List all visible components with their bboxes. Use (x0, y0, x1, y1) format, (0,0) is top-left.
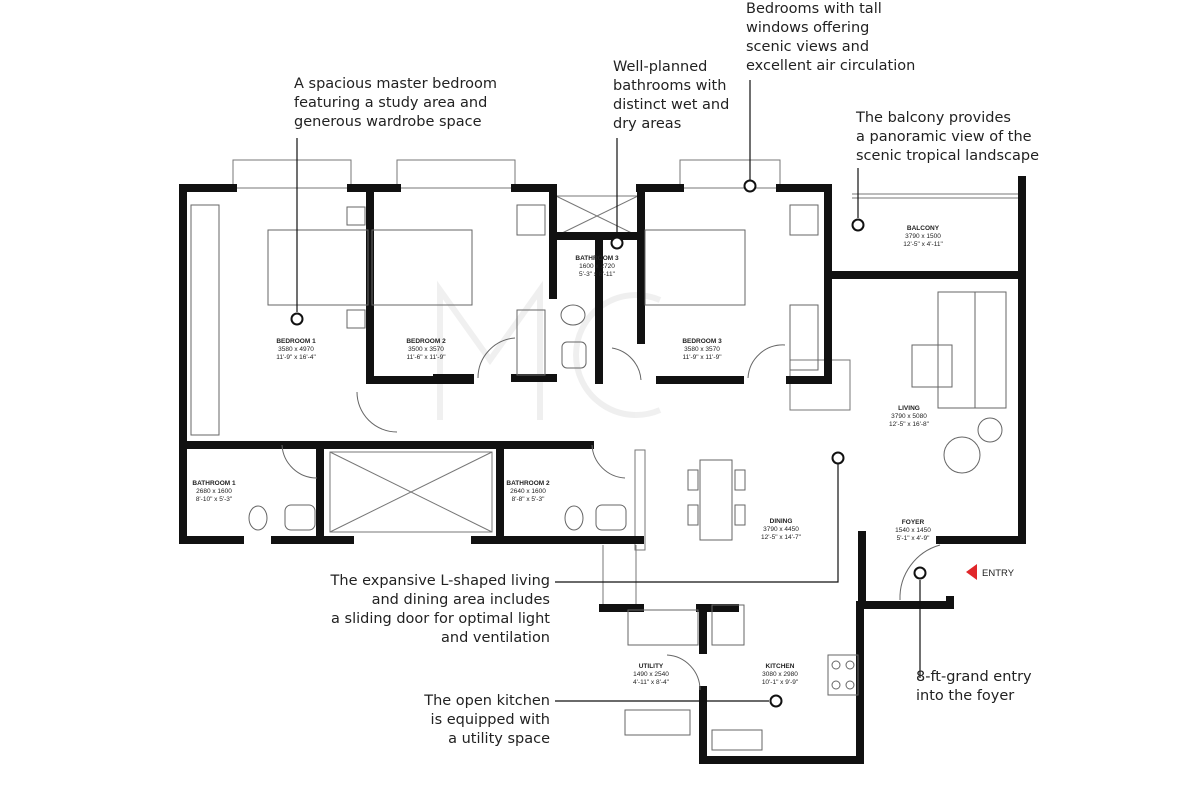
bathroom3-ft: 5'-3" x 8'-11" (579, 271, 616, 278)
living-mm: 3790 x 5080 (891, 413, 927, 420)
marker-balcony[interactable] (851, 218, 865, 232)
bedroom1-ft: 11'-9" x 16'-4" (276, 354, 316, 361)
marker-bathrooms[interactable] (610, 236, 624, 250)
callout-entry: 8-ft-grand entry into the foyer (916, 669, 1032, 704)
bathroom3-mm: 1600 x 2720 (579, 263, 615, 270)
bedroom2-mm: 3500 x 3570 (408, 346, 444, 353)
bedroom2-name: BEDROOM 2 (406, 338, 446, 345)
balcony-name: BALCONY (907, 225, 940, 232)
callout-kitchen: The open kitchen is equipped with a util… (424, 693, 550, 747)
bedroom1-name: BEDROOM 1 (276, 338, 316, 345)
balcony-ft: 12'-5" x 4'-11" (903, 241, 943, 248)
dining-name: DINING (770, 518, 793, 525)
callout-living-dining: The expansive L-shaped living and dining… (330, 573, 550, 646)
leader-lines (296, 80, 921, 702)
bathroom3-name: BATHROOM 3 (575, 255, 619, 262)
utility-mm: 1490 x 2540 (633, 671, 669, 678)
foyer-ft: 5'-1" x 4'-9" (897, 535, 930, 542)
door-swings (281, 337, 941, 691)
bathroom2-name: BATHROOM 2 (506, 480, 550, 487)
living-ft: 12'-5" x 16'-8" (889, 421, 930, 428)
marker-living-dining[interactable] (831, 451, 845, 465)
walls[interactable] (179, 176, 1026, 764)
bedroom2-ft: 11'-6" x 11'-9" (406, 354, 446, 361)
bedroom1-mm: 3580 x 4970 (278, 346, 314, 353)
kitchen-ft: 10'-1" x 9'-9" (762, 679, 799, 686)
furniture (190, 204, 1007, 751)
marker-bedroom-windows[interactable] (743, 179, 757, 193)
bedroom3-name: BEDROOM 3 (682, 338, 722, 345)
callout-bathrooms: Well-planned bathrooms with distinct wet… (613, 59, 730, 132)
utility-ft: 4'-11" x 8'-4" (633, 679, 670, 686)
entry-label: ENTRY (982, 568, 1015, 579)
dining-mm: 3790 x 4450 (763, 526, 799, 533)
bedroom3-ft: 11'-9" x 11'-9" (682, 354, 722, 361)
kitchen-mm: 3080 x 2980 (762, 671, 798, 678)
foyer-name: FOYER (902, 519, 925, 526)
dining-ft: 12'-5" x 14'-7" (761, 534, 802, 541)
callout-bedroom-windows: Bedrooms with tall windows offering scen… (746, 1, 916, 74)
balcony-mm: 3790 x 1500 (905, 233, 941, 240)
marker-kitchen[interactable] (769, 694, 783, 708)
bathroom2-ft: 8'-8" x 5'-3" (512, 496, 545, 503)
bathroom2-mm: 2640 x 1600 (510, 488, 546, 495)
kitchen-name: KITCHEN (766, 663, 795, 670)
watermark (437, 280, 662, 420)
bedroom3-mm: 3580 x 3570 (684, 346, 720, 353)
foyer-mm: 1540 x 1450 (895, 527, 931, 534)
marker-entry[interactable] (913, 566, 927, 580)
marker-master-bedroom[interactable] (290, 312, 304, 326)
bathroom1-mm: 2680 x 1600 (196, 488, 232, 495)
window-frames (232, 159, 1018, 605)
living-name: LIVING (898, 405, 920, 412)
callout-balcony: The balcony provides a panoramic view of… (856, 110, 1040, 164)
bathroom1-name: BATHROOM 1 (192, 480, 236, 487)
callout-markers[interactable] (290, 179, 927, 708)
bathroom1-ft: 8'-10" x 5'-3" (196, 496, 233, 503)
callout-master-bedroom: A spacious master bedroom featuring a st… (294, 76, 497, 130)
entry-arrow-icon (966, 564, 977, 580)
utility-name: UTILITY (639, 663, 664, 670)
